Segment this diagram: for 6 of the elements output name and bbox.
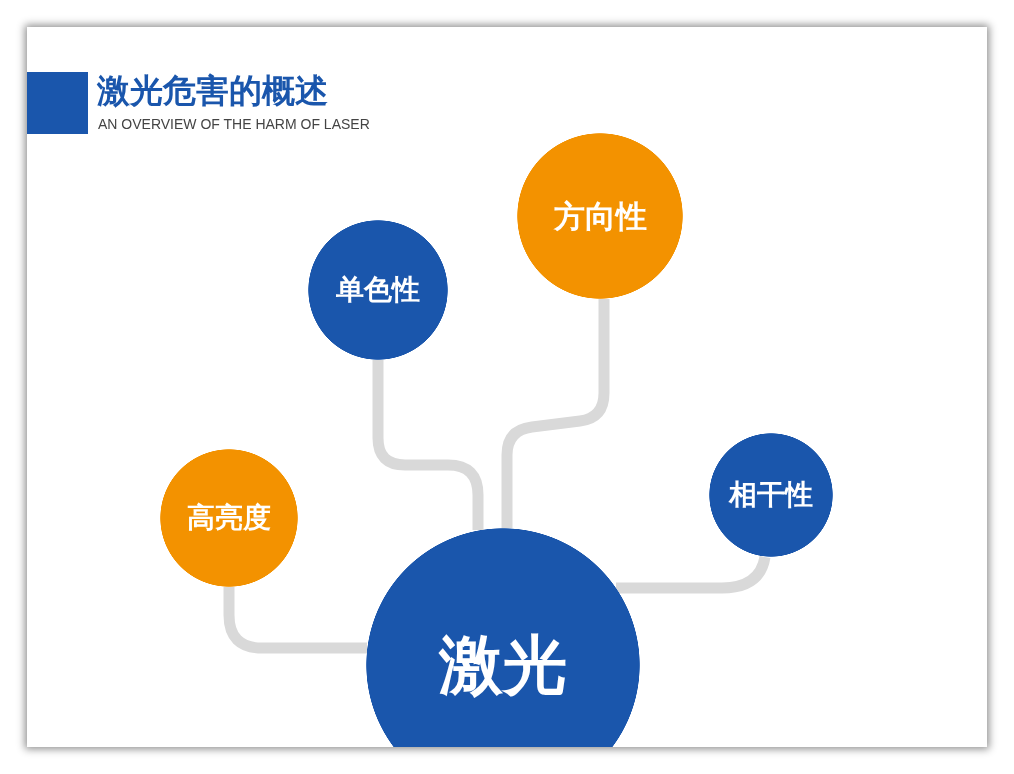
connector-line	[616, 555, 771, 594]
title: 激光危害的概述	[97, 71, 328, 111]
connector-line	[372, 360, 484, 530]
connector-line	[501, 299, 610, 528]
connector-line	[223, 587, 367, 654]
subtitle: AN OVERVIEW OF THE HARM OF LASER	[98, 115, 370, 133]
